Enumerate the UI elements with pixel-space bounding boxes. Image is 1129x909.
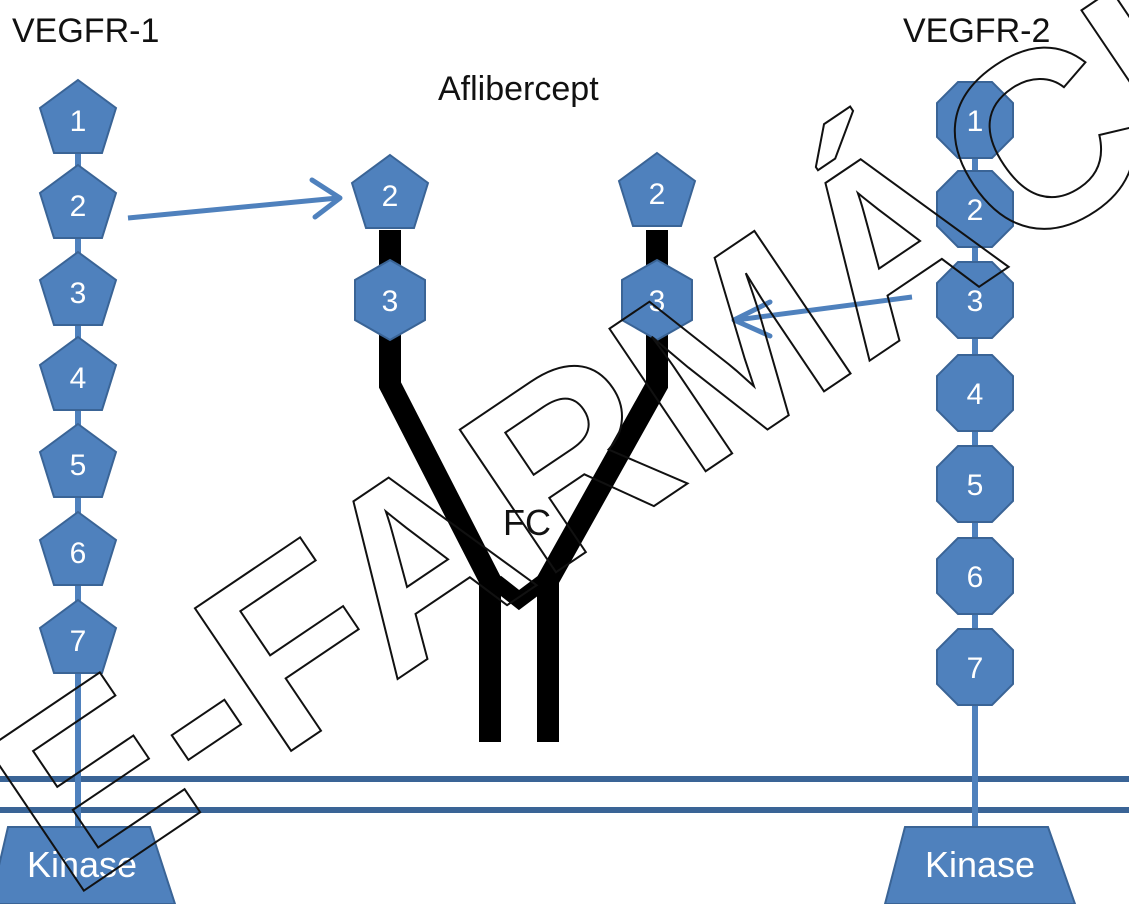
aflibercept-title: Aflibercept xyxy=(438,70,599,108)
vegfr2-domain-1: 1 xyxy=(936,81,1014,159)
vegfr2-kinase: Kinase xyxy=(883,826,1077,905)
vegfr1-domain-3: 3 xyxy=(39,251,117,326)
cell-membrane xyxy=(0,776,1129,813)
vegfr2-domain-2: 2 xyxy=(936,170,1014,248)
aflibercept-right-domain-2-label: 2 xyxy=(649,178,666,211)
vegfr1-domain-4: 4 xyxy=(39,336,117,411)
vegfr2-domain-5: 5 xyxy=(936,445,1014,523)
aflibercept-left-domain-3-label: 3 xyxy=(382,285,399,318)
vegfr2-domain-4-label: 4 xyxy=(967,378,984,411)
vegfr1-domain-5: 5 xyxy=(39,423,117,498)
arrow-shaft-left xyxy=(127,195,339,221)
vegfr2-domain-6-label: 6 xyxy=(967,561,984,594)
vegfr1-domain-2: 2 xyxy=(39,164,117,239)
aflibercept-left-domain-3: 3 xyxy=(354,259,426,341)
vegfr2-domain-7: 7 xyxy=(936,628,1014,706)
fc-label: FC xyxy=(503,502,551,543)
arrow-shaft-right xyxy=(735,294,913,323)
vegfr2-domain-3-label: 3 xyxy=(967,285,984,318)
aflibercept-right-domain-3: 3 xyxy=(621,259,693,341)
arrow-head-right-icon xyxy=(731,299,773,339)
vegfr2-kinase-label: Kinase xyxy=(925,844,1035,885)
vegfr1-domain-7: 7 xyxy=(39,599,117,674)
vegfr1-receptor: 1 2 3 4 5 6 7 Kinase xyxy=(0,79,177,905)
vegfr2-domain-6: 6 xyxy=(936,537,1014,615)
aflibercept-right-domain-3-label: 3 xyxy=(649,285,666,318)
arrow-vegfr2-to-aflibercept xyxy=(731,294,913,339)
vegfr1-domain-1-label: 1 xyxy=(70,105,87,138)
aflibercept-left-domain-2-label: 2 xyxy=(382,180,399,213)
vegfr2-domain-7-label: 7 xyxy=(967,652,984,685)
vegfr2-domain-4: 4 xyxy=(936,354,1014,432)
arrow-head-left-icon xyxy=(309,177,343,220)
aflibercept-right-domain-2: 2 xyxy=(618,152,696,227)
vegfr2-domain-3: 3 xyxy=(936,261,1014,339)
aflibercept-left-domain-2: 2 xyxy=(351,154,429,229)
vegfr2-receptor: 1 2 3 4 5 6 7 Kinase xyxy=(883,81,1077,905)
arrow-vegfr1-to-aflibercept xyxy=(127,177,343,221)
vegfr1-kinase-label: Kinase xyxy=(27,844,137,885)
vegfr2-domain-2-label: 2 xyxy=(967,194,984,227)
vegfr1-domain-6: 6 xyxy=(39,511,117,586)
vegfr1-domain-7-label: 7 xyxy=(70,625,87,658)
vegfr2-domain-5-label: 5 xyxy=(967,469,984,502)
fc-hinge xyxy=(491,575,548,611)
vegfr2-title: VEGFR-2 xyxy=(903,12,1050,50)
vegfr1-kinase: Kinase xyxy=(0,826,177,905)
vegfr1-domain-4-label: 4 xyxy=(70,362,87,395)
vegfr1-domain-6-label: 6 xyxy=(70,537,87,570)
vegfr1-domain-3-label: 3 xyxy=(70,277,87,310)
vegfr1-domain-2-label: 2 xyxy=(70,190,87,223)
vegfr1-domain-5-label: 5 xyxy=(70,449,87,482)
vegfr2-domain-1-label: 1 xyxy=(967,105,984,138)
vegfr1-domain-1: 1 xyxy=(39,79,117,154)
vegfr1-title: VEGFR-1 xyxy=(12,12,159,50)
